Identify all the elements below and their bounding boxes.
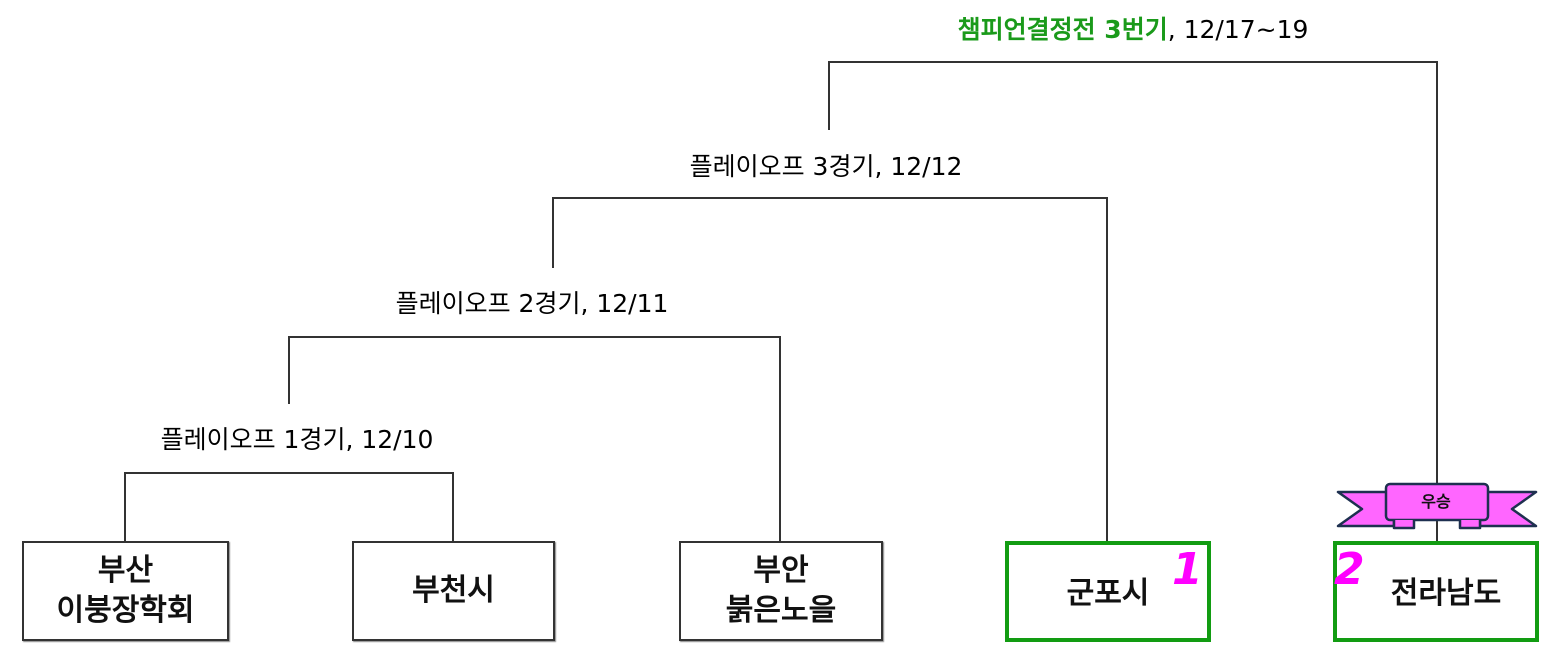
team-name-line2: 이붕장학회 — [56, 593, 195, 628]
team-name-line2: 붉은노을 — [725, 593, 837, 628]
ribbon-label: 우승 — [1421, 492, 1451, 511]
team-busan: 부산 이붕장학회 — [22, 541, 229, 641]
team-gunpo: 군포시 — [1005, 541, 1211, 642]
final-label: 챔피언결정전 3번기, 12/17~19 — [958, 10, 1309, 46]
seed-2: 2 — [1334, 544, 1365, 595]
seed-1: 1 — [1172, 544, 1203, 595]
match1-connector — [124, 472, 454, 541]
final-date: , 12/17~19 — [1167, 15, 1309, 44]
team-name: 부안 — [753, 552, 809, 588]
match2-label: 플레이오프 2경기, 12/11 — [395, 289, 669, 318]
team-name: 전라남도 — [1390, 576, 1502, 612]
team-name: 부산 — [97, 552, 154, 588]
match2-connector — [288, 336, 781, 541]
champion-ribbon-icon — [1336, 482, 1538, 530]
team-bucheon: 부천시 — [352, 541, 555, 641]
match3-connector — [552, 197, 1108, 541]
final-title: 챔피언결정전 3번기 — [957, 15, 1168, 44]
team-name: 군포시 — [1066, 576, 1150, 612]
team-buan: 부안 붉은노을 — [679, 541, 883, 641]
final-connector — [828, 61, 1438, 541]
match3-label: 플레이오프 3경기, 12/12 — [689, 152, 963, 181]
team-name: 부천시 — [412, 572, 495, 608]
team-jeonnam: 전라남도 — [1333, 541, 1539, 642]
match1-label: 플레이오프 1경기, 12/10 — [160, 425, 434, 454]
